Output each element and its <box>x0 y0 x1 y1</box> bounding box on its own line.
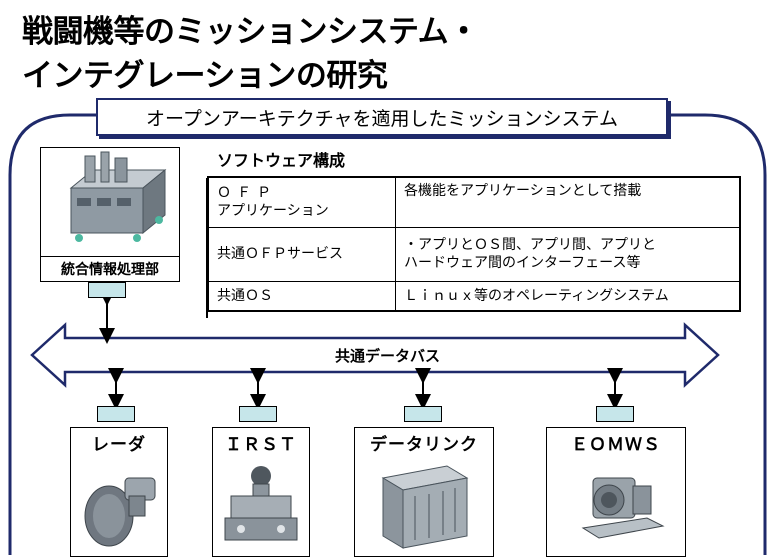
layer-name-line1: 共通ＯＦＰサービス <box>217 246 343 262</box>
radar-box: レーダ <box>70 427 168 557</box>
irst-image <box>224 466 298 541</box>
layer-desc-line1: 各機能をアプリケーションとして搭載 <box>404 183 642 199</box>
architecture-banner: オープンアーキテクチャを適用したミッションシステム <box>96 98 668 136</box>
layer-name-cell: ＯＦＰ アプリケーション <box>207 176 396 228</box>
table-row: ＯＦＰ アプリケーション 各機能をアプリケーションとして搭載 <box>207 176 741 228</box>
software-config-table: ＯＦＰ アプリケーション 各機能をアプリケーションとして搭載 共通ＯＦＰサービス… <box>207 176 741 312</box>
irst-box: ＩＲＳＴ <box>212 427 310 557</box>
processing-unit-image <box>69 151 167 242</box>
layer-desc-line2: ハードウェア間のインターフェース等 <box>404 255 641 271</box>
layer-name-cell: 共通ＯＳ <box>207 280 396 312</box>
layer-desc-cell: 各機能をアプリケーションとして搭載 <box>395 176 741 228</box>
layer-desc-line1: ・アプリとＯＳ間、アプリ間、アプリと <box>404 237 656 253</box>
layer-desc-cell: ・アプリとＯＳ間、アプリ間、アプリと ハードウェア間のインターフェース等 <box>395 226 741 282</box>
table-row: 共通ＯＳ Ｌｉｎｕｘ等のオペレーティングシステム <box>207 280 741 312</box>
eomws-port <box>596 406 634 422</box>
eomws-label: ＥＯＭＷＳ <box>571 435 661 455</box>
radar-port <box>97 406 135 422</box>
radar-label: レーダ <box>92 435 146 455</box>
eomws-image <box>581 477 665 539</box>
datalink-label: データリンク <box>370 435 478 455</box>
layer-name-cell: 共通ＯＦＰサービス <box>207 226 396 282</box>
processing-unit-label: 統合情報処理部 <box>40 256 180 282</box>
layer-name-line1: 共通ＯＳ <box>217 287 273 304</box>
layer-name-line1: ＯＦＰ <box>217 185 277 202</box>
layer-name-line2: アプリケーション <box>217 203 329 220</box>
irst-label: ＩＲＳＴ <box>225 435 297 455</box>
common-data-bus-arrow <box>30 322 720 388</box>
software-config-heading: ソフトウェア構成 <box>217 151 346 170</box>
irst-port <box>239 406 277 422</box>
page-title-line2: インテグレーションの研究 <box>22 58 388 94</box>
layer-desc-cell: Ｌｉｎｕｘ等のオペレーティングシステム <box>395 280 741 312</box>
layer-desc-line1: Ｌｉｎｕｘ等のオペレーティングシステム <box>404 287 669 304</box>
radar-image <box>84 477 156 547</box>
table-row: 共通ＯＦＰサービス ・アプリとＯＳ間、アプリ間、アプリと ハードウェア間のインタ… <box>207 226 741 282</box>
common-data-bus-label: 共通データバス <box>334 347 440 365</box>
datalink-box: データリンク <box>354 427 494 557</box>
datalink-port <box>404 406 442 422</box>
page-title-line1: 戦闘機等のミッションシステム・ <box>22 14 479 50</box>
datalink-image <box>381 465 469 549</box>
eomws-box: ＥＯＭＷＳ <box>546 427 686 557</box>
processing-unit-port <box>88 282 126 298</box>
